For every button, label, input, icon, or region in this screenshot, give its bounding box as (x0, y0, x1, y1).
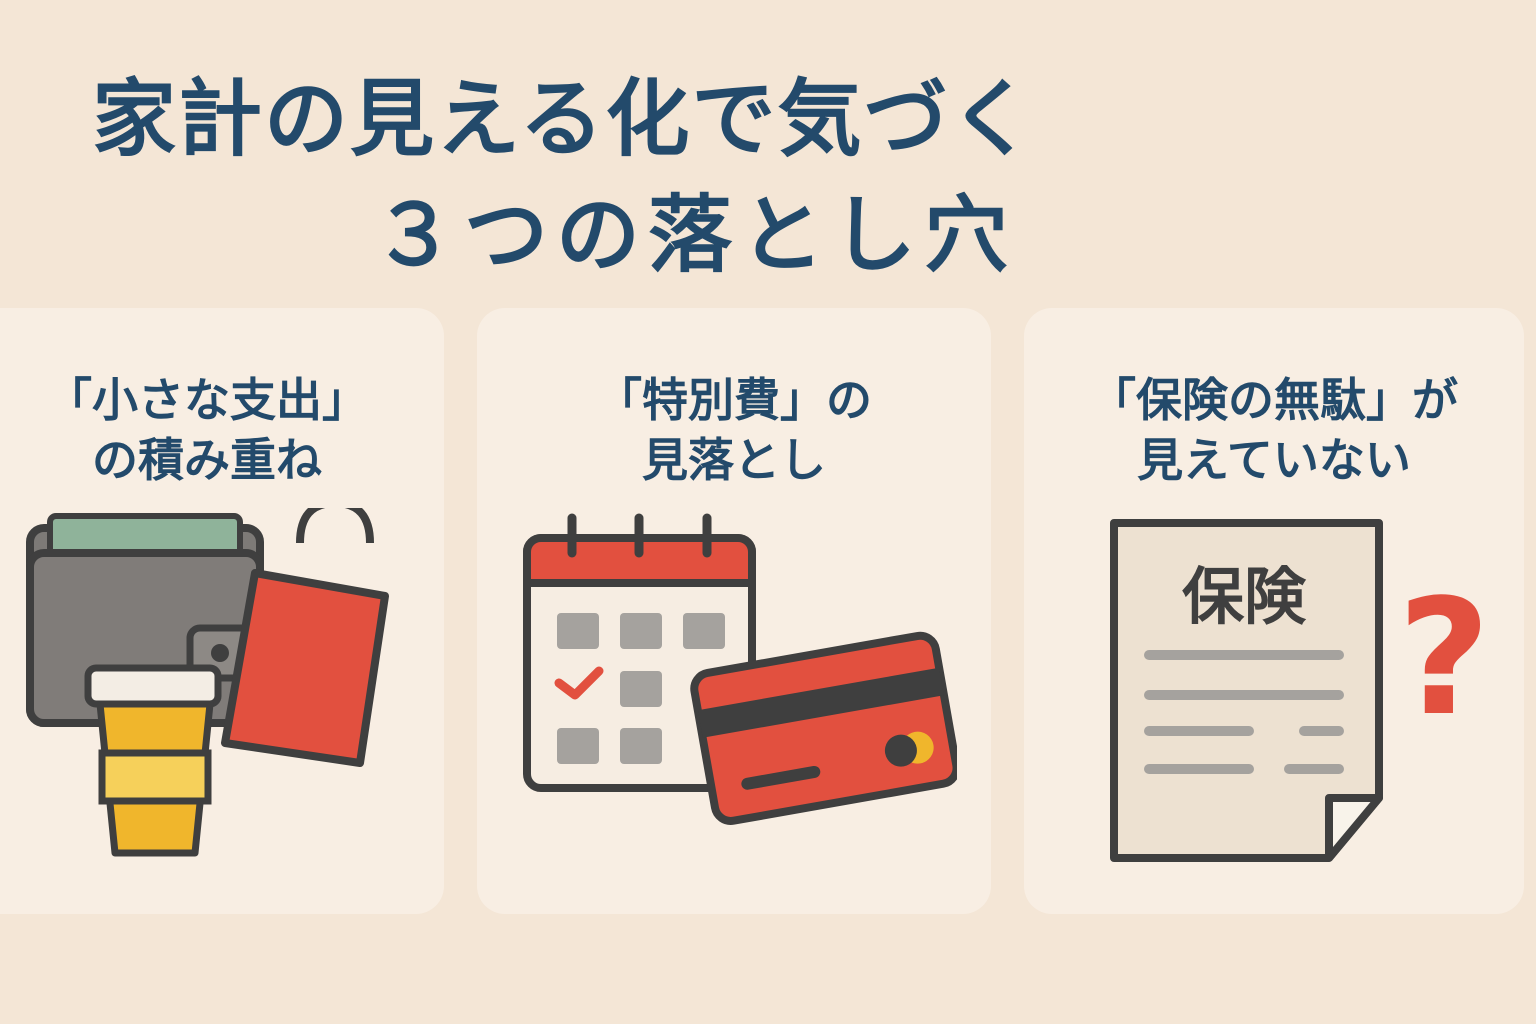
card-special-expenses: 「特別費」の 見落とし (477, 308, 991, 914)
card-title: 「小さな支出」 の積み重ね (0, 370, 444, 490)
card-small-expenses: 「小さな支出」 の積み重ね (0, 308, 444, 914)
shopping-bag-icon (221, 508, 389, 767)
title-line-2: ３つの落とし穴 (372, 186, 1017, 284)
question-mark-icon: ? (1398, 564, 1491, 751)
card-title: 「保険の無駄」が 見えていない (1024, 370, 1524, 490)
card-title-line-2: の積み重ね (92, 433, 322, 487)
insurance-document-icon: 保険 (1110, 519, 1383, 862)
page-title: 家計の見える化で気づく ３つの落とし穴 (0, 0, 1536, 300)
document-label: 保険 (1182, 560, 1307, 633)
small-expenses-illustration (26, 508, 389, 857)
card-title-line-1: 「保険の無駄」が (1090, 373, 1458, 427)
card-title: 「特別費」の 見落とし (477, 370, 991, 490)
coffee-cup-icon (84, 664, 222, 857)
card-insurance-waste: 「保険の無駄」が 見えていない 保険 ? (1024, 308, 1524, 914)
card-title-line-1: 「特別費」の (596, 373, 872, 427)
card-title-line-1: 「小さな支出」 (46, 373, 368, 427)
special-expenses-illustration (523, 513, 957, 825)
credit-card-icon (690, 631, 957, 825)
card-title-line-2: 見落とし (642, 433, 826, 487)
title-line-1: 家計の見える化で気づく (92, 70, 1036, 168)
card-title-line-2: 見えていない (1137, 433, 1411, 487)
insurance-waste-illustration: 保険 ? (1110, 519, 1491, 862)
